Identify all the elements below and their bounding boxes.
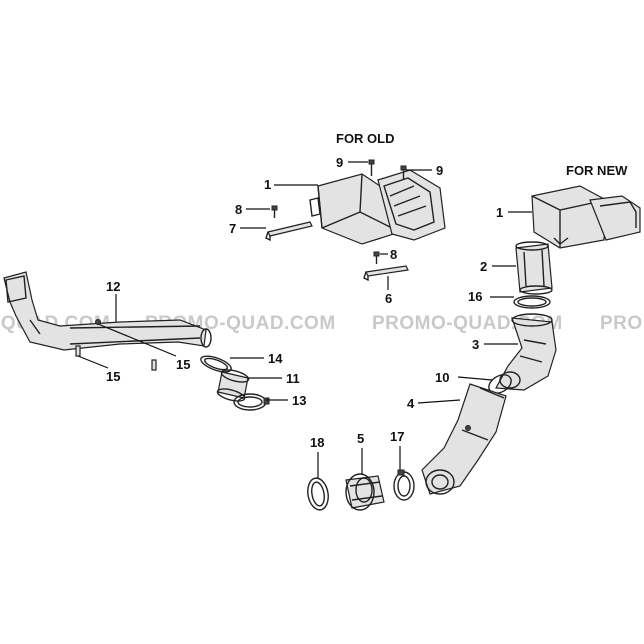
screw-8-right [373,251,380,264]
heading-for-new: FOR NEW [566,163,628,178]
new-airbox [531,185,641,249]
leader-15-b [97,323,177,357]
bracket-6 [363,265,409,282]
callout-8-a: 8 [235,202,243,217]
ring-14 [200,355,232,373]
callout-1-new: 1 [496,205,504,220]
leader-10 [457,376,493,381]
callout-13: 13 [292,393,307,408]
callout-12: 12 [106,279,121,294]
bracket-7 [265,221,313,242]
callout-2: 2 [480,259,488,274]
callout-5: 5 [357,431,365,446]
leader-15-a [77,355,109,369]
screw-9-right [400,165,407,180]
connector-11 [216,369,250,402]
screw-15-right [151,359,157,371]
callout-9-b: 9 [436,163,444,178]
callout-14: 14 [268,351,283,366]
callout-15-a: 15 [106,369,121,384]
callout-7: 7 [229,221,237,236]
screw-8-left [271,205,278,218]
duct-4 [421,383,507,495]
screw-9-left [368,159,375,176]
snorkel-12 [3,271,212,351]
clamp-17 [393,469,415,501]
watermark-text-right: PRO [600,313,643,334]
leader-4 [417,399,461,404]
callout-9-a: 9 [336,155,344,170]
clamp-16 [513,295,551,309]
callout-4: 4 [407,396,415,411]
elbow-3 [495,313,557,391]
boot-2 [515,241,553,295]
heading-for-old: FOR OLD [336,131,395,146]
ring-18 [307,477,329,511]
old-airbox [309,169,446,245]
callout-10: 10 [435,370,450,385]
callout-3: 3 [472,337,480,352]
callout-18: 18 [310,435,325,450]
coupler-5 [345,473,385,511]
callout-11: 11 [286,371,300,386]
callout-15-b: 15 [176,357,191,372]
clamp-13 [233,393,270,411]
callout-16: 16 [468,289,483,304]
callout-8-b: 8 [390,247,398,262]
screw-15-left [75,345,81,357]
callout-17: 17 [390,429,405,444]
callout-1-old: 1 [264,177,272,192]
callout-6: 6 [385,291,393,306]
